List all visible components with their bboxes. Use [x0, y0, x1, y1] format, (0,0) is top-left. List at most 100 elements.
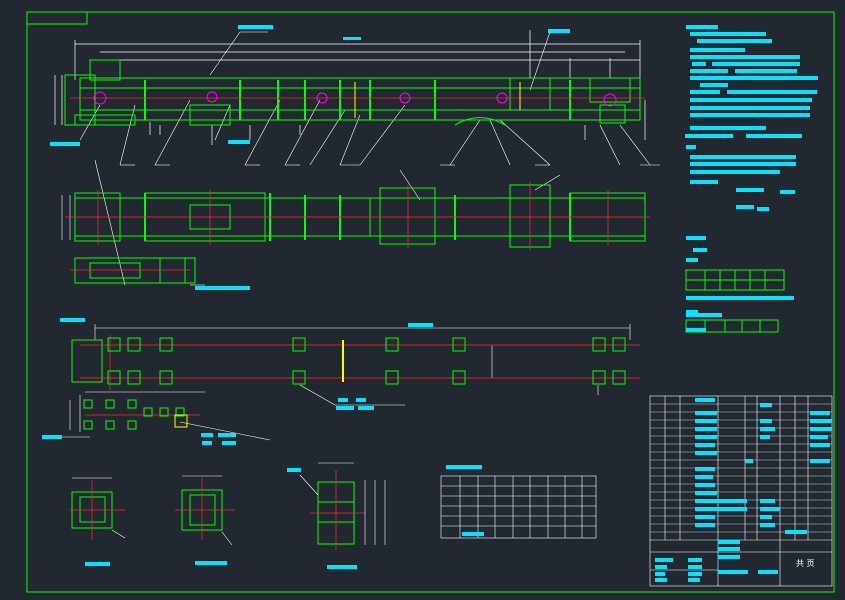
annotation-bar	[50, 142, 80, 146]
annotation-bar	[42, 435, 62, 439]
annotation-bar	[686, 145, 696, 149]
annotation-bar	[695, 427, 717, 431]
annotation-bar	[688, 565, 702, 569]
foundation-accent-pad	[174, 414, 188, 428]
annotation-bar	[745, 459, 753, 463]
annotation-bar	[287, 468, 301, 472]
annotation-bar	[688, 578, 700, 582]
annotation-bar	[228, 140, 250, 144]
foundation-outline	[71, 339, 103, 383]
annotation-bar	[695, 398, 715, 402]
annotation-bar	[655, 572, 665, 576]
elevation-view	[54, 30, 660, 166]
annotation-bar	[760, 419, 772, 423]
annotation-bar	[695, 523, 715, 527]
annotation-bar	[695, 435, 717, 439]
annotation-bar	[686, 236, 706, 240]
annotation-bar	[760, 435, 770, 439]
annotation-bar	[695, 443, 715, 447]
annotation-bar	[690, 98, 812, 102]
annotation-bar	[695, 451, 717, 455]
annotation-bar	[700, 83, 728, 87]
annotation-bar	[746, 134, 802, 138]
sheet-label: 共 页	[796, 559, 815, 568]
annotation-bar	[462, 532, 484, 536]
annotation-bar	[727, 90, 817, 94]
annotation-bar	[690, 126, 766, 130]
annotation-bar	[686, 310, 698, 314]
section-details	[70, 462, 386, 550]
foundation-dimensions	[60, 324, 631, 441]
annotation-bar	[690, 113, 810, 117]
annotation-bar	[810, 443, 830, 447]
plan-view	[61, 159, 650, 286]
annotation-bar	[222, 441, 236, 445]
annotation-bar	[690, 155, 796, 159]
annotation-bar	[695, 499, 747, 503]
annotation-bar	[202, 441, 212, 445]
annotation-bar	[690, 76, 818, 80]
annotation-bar	[690, 48, 745, 52]
annotation-bar	[690, 106, 810, 110]
spec-table-1	[685, 269, 785, 291]
annotation-bar	[760, 403, 772, 407]
plan-centerlines	[65, 182, 650, 271]
annotation-bar	[690, 162, 796, 166]
annotation-bar	[686, 258, 698, 262]
section-dimensions	[72, 462, 386, 546]
annotation-bar	[760, 427, 775, 431]
annotation-bar	[810, 411, 830, 415]
annotation-bar	[760, 515, 772, 519]
annotation-bar	[686, 296, 794, 300]
annotation-bar	[693, 248, 707, 252]
annotation-bar	[785, 530, 807, 534]
annotation-bar	[810, 419, 832, 423]
annotation-bar	[695, 515, 715, 519]
annotation-bar	[688, 572, 702, 576]
annotation-bar	[358, 406, 374, 410]
annotation-bar	[695, 491, 717, 495]
annotation-bar	[218, 433, 236, 437]
annotation-bar	[686, 313, 722, 317]
foundation-plan	[60, 324, 640, 441]
annotation-bar	[695, 475, 713, 479]
annotation-bar	[690, 90, 720, 94]
annotation-bar	[685, 134, 733, 138]
annotation-bar	[688, 558, 702, 562]
elevation-casing	[64, 59, 641, 126]
annotation-bar	[718, 547, 740, 551]
annotation-bar	[690, 170, 780, 174]
annotation-bar	[60, 318, 85, 322]
section-centerlines	[70, 470, 365, 550]
annotation-bar	[760, 499, 775, 503]
annotation-bar	[810, 459, 830, 463]
elevation-sprockets	[93, 91, 617, 107]
annotation-bar	[718, 570, 748, 574]
annotation-bar	[758, 570, 778, 574]
annotation-bar	[695, 411, 717, 415]
annotation-bar	[760, 523, 775, 527]
annotation-bar	[195, 561, 227, 565]
annotation-bar	[736, 188, 764, 192]
elevation-accent-rails	[354, 82, 521, 118]
annotation-bar	[712, 62, 800, 66]
annotation-bar	[690, 32, 766, 36]
elevation-flanges	[144, 80, 571, 120]
annotation-bar	[697, 39, 772, 43]
annotation-bar	[327, 565, 357, 569]
annotation-bar	[695, 467, 715, 471]
annotation-bar	[238, 25, 273, 29]
annotation-bar	[695, 419, 717, 423]
annotation-bar	[718, 540, 740, 544]
annotation-bar	[692, 62, 706, 66]
annotation-bar	[655, 565, 667, 569]
annotation-bar	[736, 205, 754, 209]
annotation-bar	[780, 190, 795, 194]
annotation-bar	[201, 433, 213, 437]
elevation-leaders	[79, 31, 660, 166]
annotation-labels	[42, 25, 832, 582]
annotation-bar	[408, 323, 433, 327]
annotation-bar	[338, 398, 348, 402]
plan-dimensions	[61, 159, 561, 286]
